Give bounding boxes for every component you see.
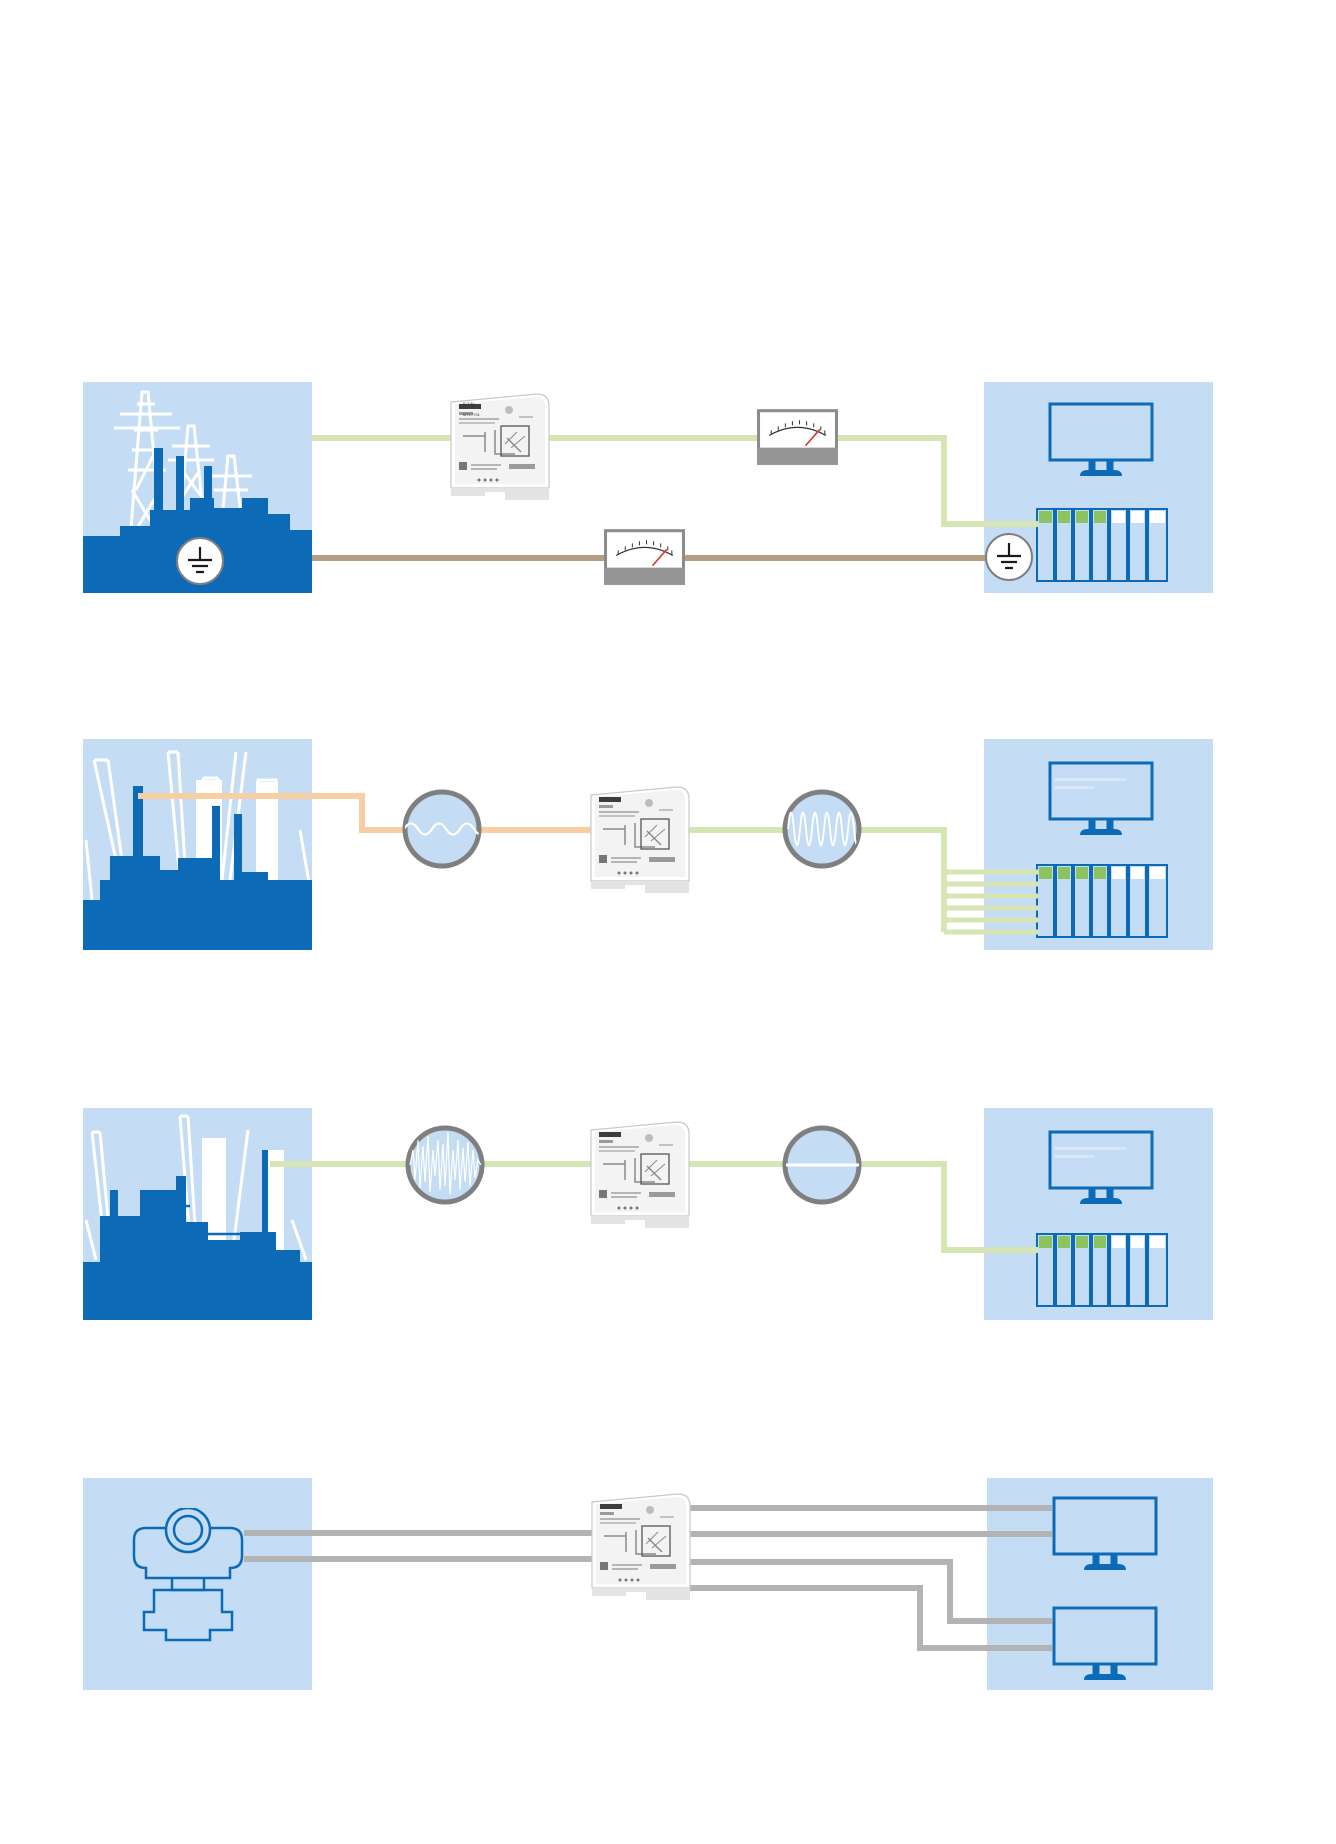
isolator-brand-label: E·T·N — [463, 401, 474, 406]
isolator-labels: E·T·N MTL7701 — [463, 401, 481, 417]
diagram-row-signal-splitting — [83, 1478, 1213, 1690]
control-panel — [987, 1478, 1213, 1690]
isolator-model-label: MTL7701 — [463, 412, 481, 417]
diagram-row-ground-loop — [83, 382, 1213, 593]
signal-isolator-icon — [590, 1121, 690, 1229]
analog-meter-icon-bottom — [604, 529, 685, 585]
filtered-signal-icon — [782, 1125, 862, 1205]
diagram-row-noise-filtering — [83, 1108, 1213, 1320]
ground-icon-source — [175, 536, 225, 586]
power-plant-icon — [83, 1114, 312, 1320]
monitor-icon — [1050, 1132, 1152, 1204]
noise-signal-icon — [405, 1125, 485, 1205]
signal-wire-gray — [244, 1505, 1052, 1651]
analog-meter-icon-top — [757, 409, 838, 465]
power-plant-icon — [83, 750, 314, 950]
signal-isolator-icon — [591, 1493, 691, 1601]
io-module-rack-icon — [1036, 864, 1168, 938]
diagram-row-signal-conversion — [83, 739, 1213, 950]
ground-icon-control — [984, 532, 1034, 582]
split-output-wires — [944, 869, 1038, 935]
sine-wave-icon-output — [782, 789, 862, 869]
sine-wave-icon-input — [402, 789, 482, 869]
io-module-rack-icon — [1036, 1233, 1168, 1307]
signal-wire-green — [312, 435, 1038, 527]
io-module-rack-icon — [1036, 508, 1168, 582]
monitor-icon — [1050, 763, 1152, 835]
signal-isolator-icon — [590, 786, 690, 894]
signal-isolator-icon — [450, 393, 550, 501]
